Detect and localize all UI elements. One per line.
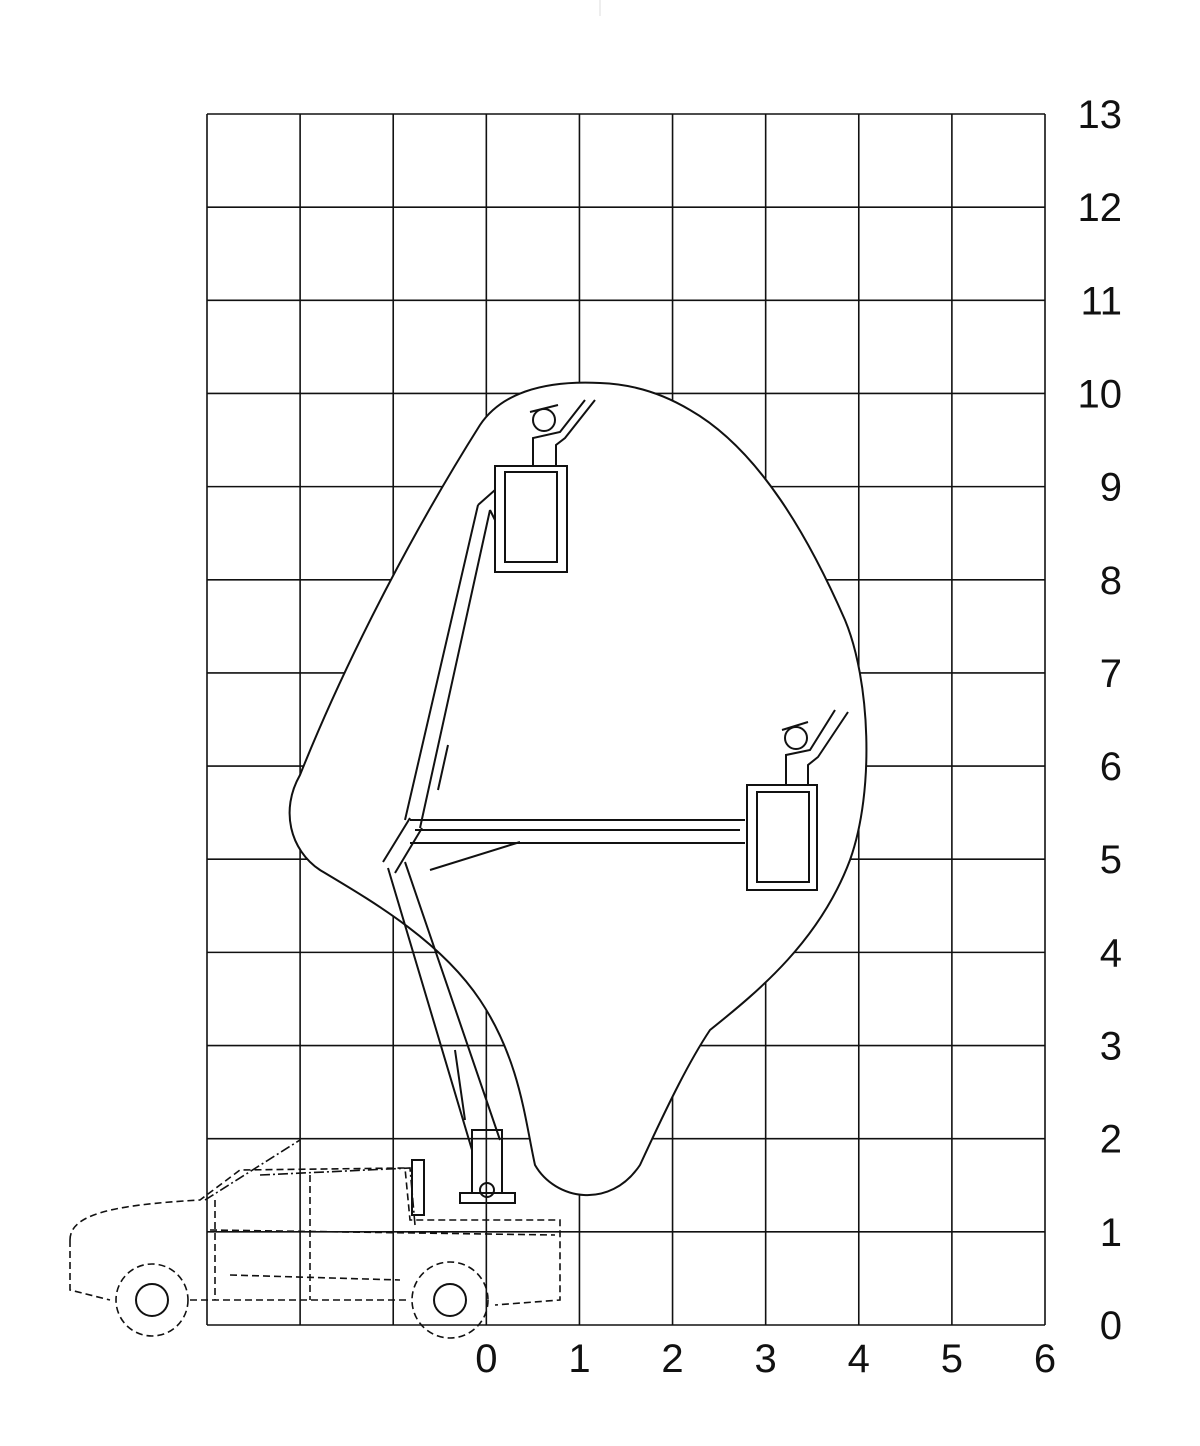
y-axis-label: 3 xyxy=(1100,1025,1122,1069)
y-axis-label: 2 xyxy=(1100,1118,1122,1162)
y-axis-label: 7 xyxy=(1100,652,1122,696)
x-axis-label: 3 xyxy=(755,1337,777,1381)
y-axis-label: 9 xyxy=(1100,466,1122,510)
working-envelope-curve xyxy=(288,381,868,1197)
upper-boom-horizontal xyxy=(410,709,849,891)
truck-outline xyxy=(69,1139,561,1339)
y-axis-label: 4 xyxy=(1100,931,1122,975)
front-wheel xyxy=(115,1263,189,1337)
y-axis-label: 1 xyxy=(1100,1211,1122,1255)
x-axis-label: 0 xyxy=(475,1337,497,1381)
operator-side xyxy=(781,709,849,785)
lower-boom xyxy=(382,817,501,1151)
y-axis-label: 13 xyxy=(1078,93,1123,137)
upper-boom-raised xyxy=(404,399,596,829)
x-axis-label: 6 xyxy=(1034,1337,1056,1381)
x-axis-label: 2 xyxy=(661,1337,683,1381)
y-axis-label: 6 xyxy=(1100,745,1122,789)
boom-base xyxy=(459,1129,516,1204)
y-axis-label: 12 xyxy=(1078,186,1123,230)
y-axis-label: 10 xyxy=(1078,372,1123,416)
x-axis-label: 1 xyxy=(568,1337,590,1381)
y-axis-label: 11 xyxy=(1080,279,1122,323)
x-axis-label: 5 xyxy=(941,1337,963,1381)
x-axis-label: 4 xyxy=(848,1337,870,1381)
y-axis-label: 5 xyxy=(1100,838,1122,882)
y-axis-label: 0 xyxy=(1100,1304,1122,1348)
operator-top xyxy=(529,399,596,466)
y-axis-label: 8 xyxy=(1100,559,1122,603)
x-axis-labels: 0 1 2 3 4 5 6 xyxy=(475,1337,1056,1381)
rear-wheel xyxy=(411,1261,489,1339)
platform-basket-side xyxy=(746,784,818,891)
